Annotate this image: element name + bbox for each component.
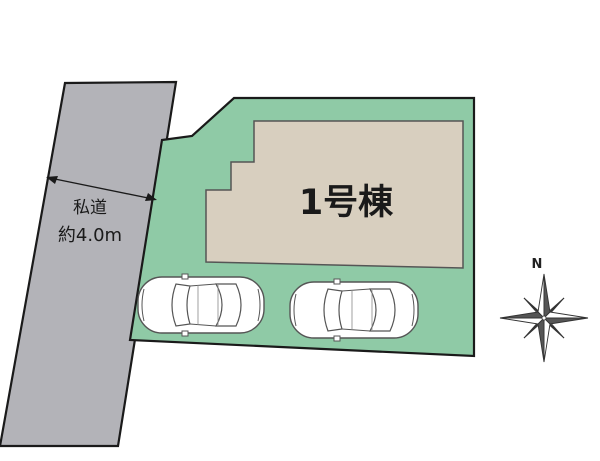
- road-name-label: 私道: [73, 198, 107, 218]
- building-label: 1号棟: [299, 183, 394, 223]
- road-width-label: 約4.0m: [58, 225, 122, 246]
- arrowhead-left-icon: [46, 176, 58, 184]
- building-footprint: [205, 120, 464, 269]
- compass-rose-icon: [499, 273, 589, 363]
- parking-car-2: [289, 278, 419, 342]
- arrowhead-right-icon: [145, 193, 157, 201]
- road-width-dimension: [46, 176, 157, 201]
- parking-car-1: [137, 273, 265, 337]
- private-road: [0, 80, 178, 448]
- compass-north-label: N: [532, 257, 543, 272]
